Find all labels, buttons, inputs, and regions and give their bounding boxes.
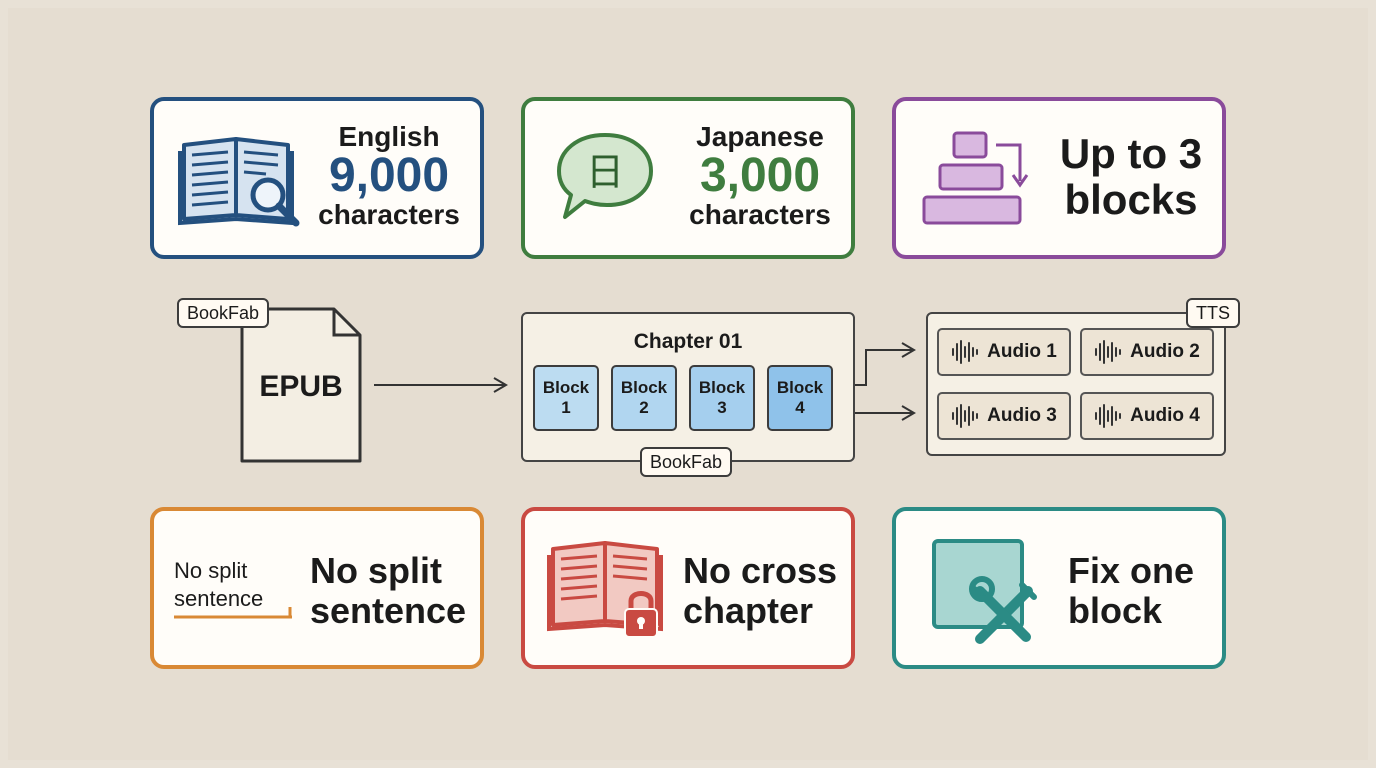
audio-label: Audio 1	[987, 341, 1057, 362]
english-limit-card: English 9,000 characters	[150, 97, 484, 259]
audio-chip-2: Audio 2	[1080, 328, 1214, 376]
character-count: 3,000	[699, 149, 821, 202]
bookfab-tag-chapter: BookFab	[640, 447, 733, 477]
speech-bubble-kanji-icon: 日	[557, 133, 653, 219]
audio-label: Audio 3	[987, 405, 1057, 426]
no-split-sentence-card: No split sentence No split sentence	[150, 507, 484, 669]
japanese-limit-card: 日 Japanese 3,000 characters	[521, 97, 855, 259]
rule-line-2: block	[1068, 590, 1163, 631]
kanji-glyph: 日	[586, 150, 624, 194]
fix-one-block-card: Fix one block	[892, 507, 1226, 669]
rule-line-2: chapter	[683, 590, 814, 631]
no-cross-chapter-card: No cross chapter	[521, 507, 855, 669]
epub-label: EPUB	[259, 370, 343, 403]
audio-label: Audio 2	[1130, 341, 1200, 362]
waveform-icon	[1095, 340, 1122, 364]
sentence-sample: No split sentence	[174, 558, 264, 611]
blocks-line-1: Up to 3	[1059, 130, 1203, 177]
language-label: English	[338, 121, 440, 152]
book-lock-icon	[547, 541, 663, 638]
audio-chip-1: Audio 1	[937, 328, 1071, 376]
waveform-icon	[1095, 404, 1122, 428]
audio-label: Audio 4	[1130, 405, 1200, 426]
blocks-line-2: blocks	[1064, 176, 1198, 223]
rule-line-1: Fix one	[1068, 550, 1195, 591]
wrench-screwdriver-icon	[932, 539, 1037, 644]
sentence-boundary-icon	[174, 607, 292, 619]
audio-chip-4: Audio 4	[1080, 392, 1214, 440]
language-label: Japanese	[696, 121, 824, 152]
waveform-icon	[952, 340, 979, 364]
bookfab-tag-source: BookFab	[177, 298, 270, 328]
stacked-blocks-icon	[922, 131, 1029, 225]
waveform-icon	[952, 404, 979, 428]
rule-line-1: No cross	[683, 550, 838, 591]
chapter-title: Chapter 01	[633, 330, 743, 353]
rule-line-2: sentence	[310, 590, 467, 631]
book-search-icon	[178, 137, 300, 227]
tts-tag: TTS	[1186, 298, 1240, 328]
character-count: 9,000	[328, 149, 450, 202]
block-limit-card: Up to 3 blocks	[892, 97, 1226, 259]
unit-label: characters	[318, 199, 460, 230]
rule-line-1: No split	[310, 550, 442, 591]
audio-chip-3: Audio 3	[937, 392, 1071, 440]
unit-label: characters	[689, 199, 831, 230]
